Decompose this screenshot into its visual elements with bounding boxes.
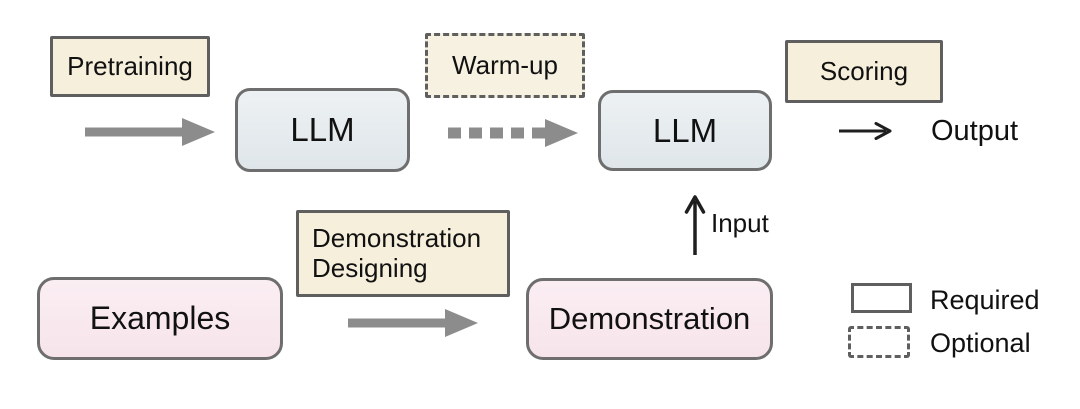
arrow-pretraining-to-llm <box>85 118 215 146</box>
legend-required-label: Required <box>930 285 1040 315</box>
legend-required-swatch <box>851 283 912 313</box>
legend-optional-swatch <box>848 326 910 358</box>
legend-optional-label: Optional <box>930 328 1031 358</box>
node-examples: Examples <box>37 277 283 360</box>
arrow-input-up <box>684 195 706 255</box>
node-warmup: Warm-up <box>425 33 585 98</box>
arrow-warmup-dashed <box>448 119 578 147</box>
node-scoring: Scoring <box>785 40 943 103</box>
arrow-to-output <box>839 122 892 140</box>
arrow-examples-to-demonstration <box>348 309 478 337</box>
node-llm-inference: LLM <box>598 90 772 171</box>
node-demonstration-designing: Demonstration Designing <box>296 210 510 297</box>
node-llm-pretrained: LLM <box>235 88 410 172</box>
input-label: Input <box>711 208 769 238</box>
node-demonstration: Demonstration <box>526 278 773 360</box>
node-demonstration-designing-label: Demonstration Designing <box>312 222 482 283</box>
output-label: Output <box>931 115 1019 147</box>
node-pretraining: Pretraining <box>50 36 210 97</box>
